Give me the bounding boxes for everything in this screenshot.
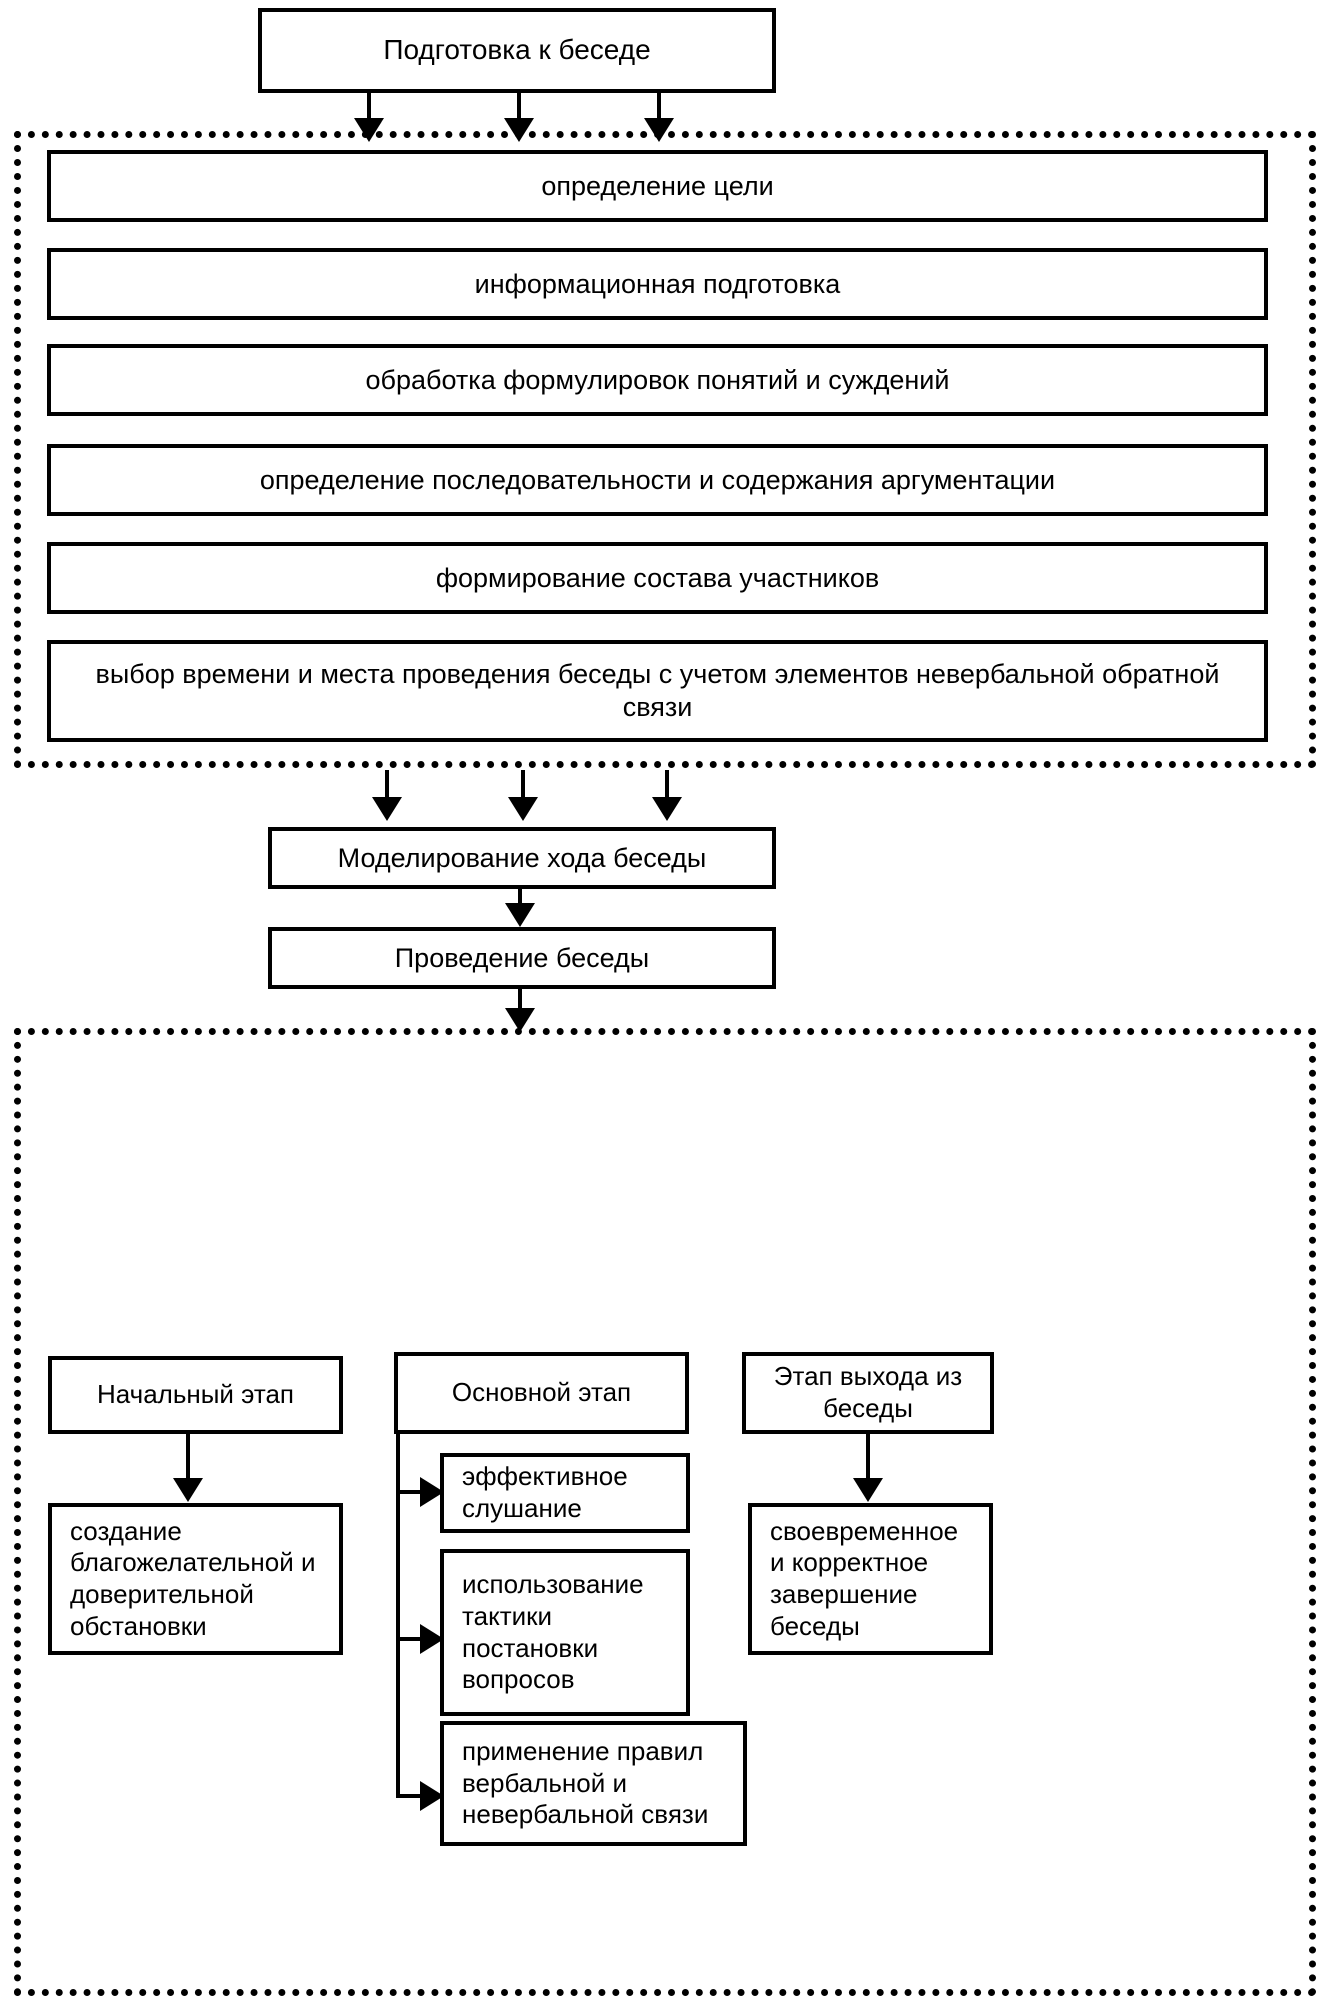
node-conducting: Проведение беседы (268, 927, 776, 989)
connector-exit (866, 1434, 870, 1486)
connector-top-2 (517, 93, 521, 123)
arrowhead-top-2 (504, 118, 534, 142)
stage-header-main-label: Основной этап (451, 1377, 632, 1408)
prep-item-5-label: выбор времени и места проведения беседы … (95, 659, 1220, 722)
connector-main-branch-3 (396, 1794, 426, 1798)
group-preparation (14, 131, 1316, 768)
prep-item-4: формирование состава участников (47, 542, 1268, 614)
prep-item-1: информационная подготовка (47, 248, 1268, 320)
stage-item-main-1: использование тактики постановки вопросо… (440, 1549, 690, 1716)
prep-item-5: выбор времени и места проведения беседы … (47, 640, 1268, 742)
connector-mid-3 (665, 770, 669, 805)
arrowhead-initial (173, 1478, 203, 1502)
stage-item-initial-0-label: создание благожелательной и доверительно… (70, 1515, 316, 1641)
stage-item-main-2: применение правил вербальной и невербаль… (440, 1721, 747, 1846)
connector-modeling-to-conduct (518, 889, 522, 909)
arrowhead-mid-1 (372, 797, 402, 821)
connector-main-branch-1 (396, 1490, 426, 1494)
connector-mid-2 (521, 770, 525, 805)
stage-item-main-2-label: применение правил вербальной и невербаль… (462, 1735, 709, 1830)
connector-mid-1 (385, 770, 389, 805)
connector-conduct-to-stages (518, 989, 522, 1019)
prep-item-2-label: обработка формулировок понятий и суждени… (365, 364, 950, 395)
arrowhead-exit (853, 1478, 883, 1502)
stage-item-main-1-label: использование тактики постановки вопросо… (462, 1569, 644, 1695)
arrowhead-top-1 (354, 118, 384, 142)
stage-header-main: Основной этап (394, 1352, 689, 1434)
connector-initial (186, 1434, 190, 1486)
arrowhead-mid-3 (652, 797, 682, 821)
group-stages (14, 1028, 1316, 1996)
prep-item-3-label: определение последовательности и содержа… (259, 464, 1056, 495)
arrowhead-mid-2 (508, 797, 538, 821)
stage-item-initial-0: создание благожелательной и доверительно… (48, 1503, 343, 1655)
stage-item-exit-0-label: своевременное и корректное завершение бе… (770, 1515, 959, 1641)
prep-item-3: определение последовательности и содержа… (47, 444, 1268, 516)
arrowhead-top-3 (644, 118, 674, 142)
prep-item-4-label: формирование состава участников (435, 562, 880, 593)
arrowhead-modeling-to-conduct (505, 903, 535, 927)
node-preparation-title-label: Подготовка к беседе (383, 34, 651, 66)
stage-header-exit-label: Этап выхода из беседы (773, 1361, 963, 1423)
stage-header-initial-label: Начальный этап (96, 1379, 295, 1410)
connector-top-3 (657, 93, 661, 123)
node-modeling: Моделирование хода беседы (268, 827, 776, 889)
stage-item-exit-0: своевременное и корректное завершение бе… (748, 1503, 993, 1655)
node-preparation-title: Подготовка к беседе (258, 8, 776, 93)
prep-item-0: определение цели (47, 150, 1268, 222)
connector-main-branch-2 (396, 1637, 426, 1641)
prep-item-0-label: определение цели (541, 170, 774, 201)
stage-header-initial: Начальный этап (48, 1356, 343, 1434)
node-modeling-label: Моделирование хода беседы (337, 842, 707, 873)
connector-top-1 (367, 93, 371, 123)
connector-main-trunk (396, 1434, 400, 1798)
stage-item-main-0: эффективное слушание (440, 1453, 690, 1533)
prep-item-2: обработка формулировок понятий и суждени… (47, 344, 1268, 416)
node-conducting-label: Проведение беседы (394, 942, 650, 973)
prep-item-1-label: информационная подготовка (474, 268, 841, 299)
stage-header-exit: Этап выхода из беседы (742, 1352, 994, 1434)
stage-item-main-0-label: эффективное слушание (462, 1461, 628, 1523)
